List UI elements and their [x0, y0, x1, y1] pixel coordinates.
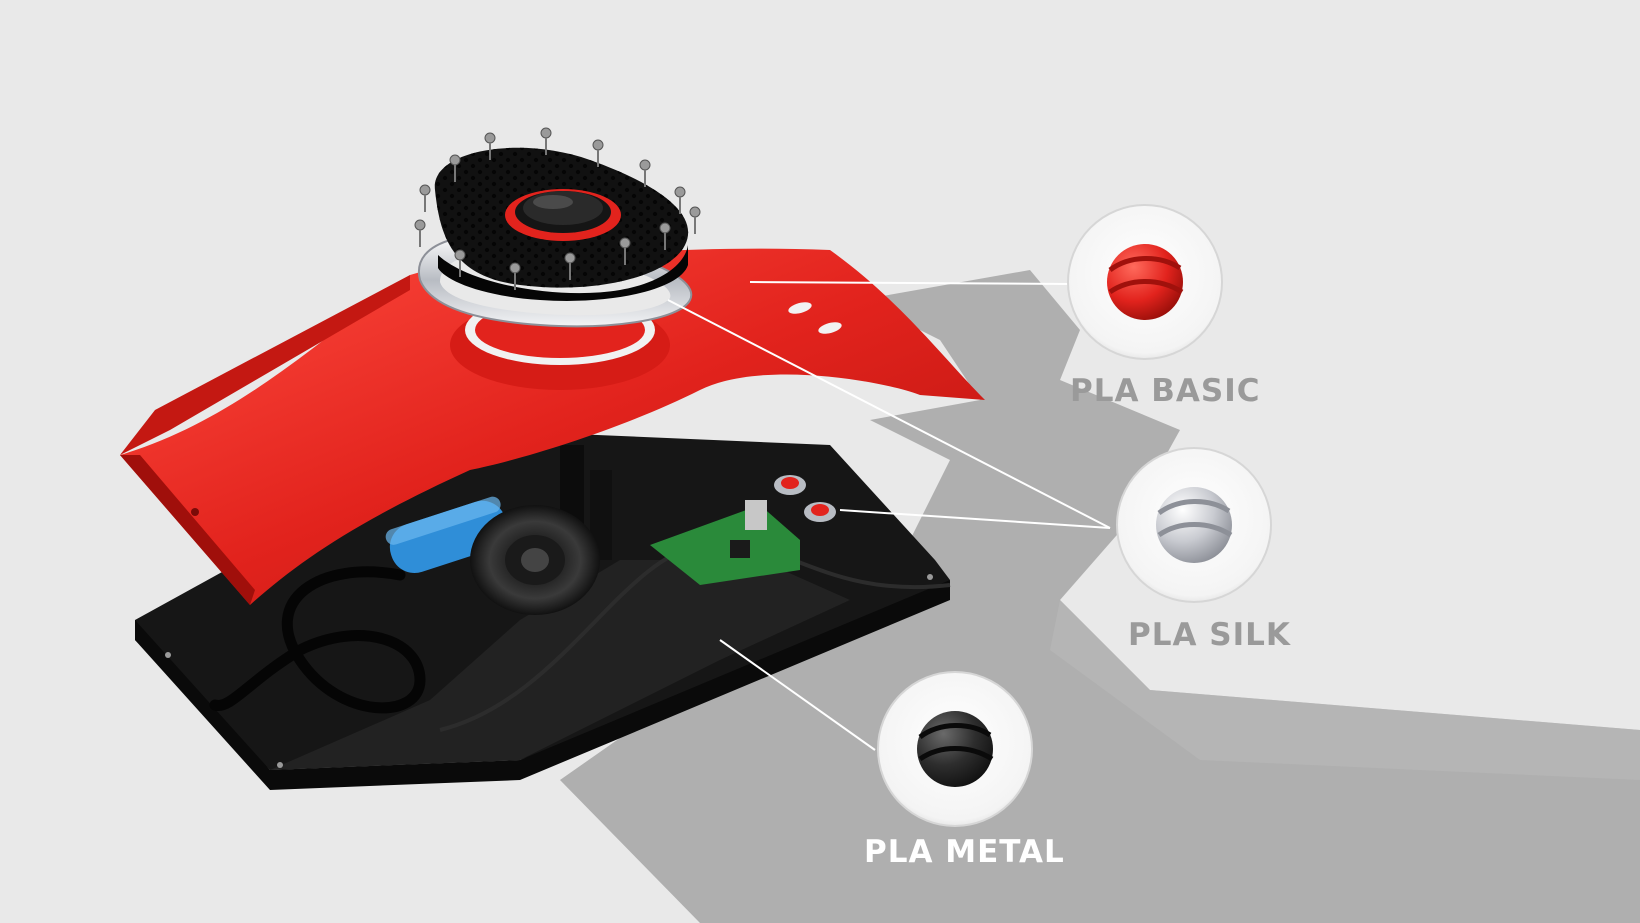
callout-line-metal	[719, 639, 876, 751]
callout-line-silk-1	[667, 299, 1111, 529]
callout-line-basic	[749, 281, 1071, 285]
label-pla-metal: PLA METAL	[864, 834, 1065, 870]
swatch-pla-silk	[1116, 447, 1272, 603]
cast-shadow-soft	[1050, 600, 1640, 780]
callout-line-silk-2	[839, 509, 1111, 529]
label-pla-silk: PLA SILK	[1128, 617, 1291, 653]
label-pla-basic: PLA BASIC	[1070, 373, 1261, 409]
callout-lines	[667, 281, 1111, 751]
screws	[414, 127, 701, 290]
swatch-pla-basic	[1067, 204, 1223, 360]
swatch-pla-metal	[877, 671, 1033, 827]
